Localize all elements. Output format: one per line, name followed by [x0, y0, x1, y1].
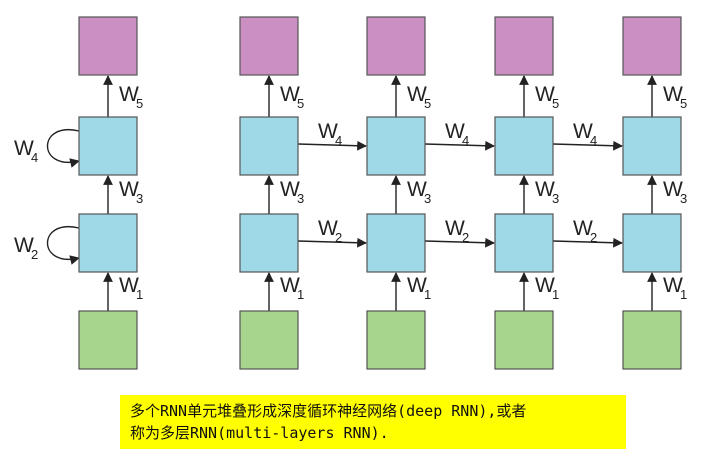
unrolled-label-w4-3: W [573, 120, 593, 143]
unrolled-label-w3-1-subscript: 3 [297, 191, 304, 206]
folded-label-w3: W [119, 178, 139, 201]
unrolled-input-box-3 [494, 310, 554, 370]
folded-self-loop-w4-label-subscript: 4 [31, 150, 38, 165]
unrolled-label-w5-1: W [280, 83, 300, 106]
folded-self-loop-w4-label: W [14, 137, 34, 160]
unrolled-label-w3-2-subscript: 3 [424, 191, 431, 206]
folded-label-w1: W [119, 274, 139, 297]
unrolled-input-box-2 [366, 310, 426, 370]
unrolled-hidden-layer1-box-1 [239, 213, 299, 273]
unrolled-arrow-w2-1 [297, 237, 367, 248]
unrolled-label-w1-1-subscript: 1 [297, 287, 304, 302]
unrolled-output-box-1 [239, 16, 299, 76]
unrolled-label-w4-1-subscript: 4 [335, 133, 342, 148]
caption-box: 多个RNN单元堆叠形成深度循环神经网络(deep RNN),或者 称为多层RNN… [120, 395, 626, 449]
unrolled-label-w4-2: W [445, 120, 465, 143]
unrolled-label-w3-3-subscript: 3 [552, 191, 559, 206]
unrolled-hidden-layer2-box-1 [239, 116, 299, 176]
unrolled-arrow-w2-2 [424, 237, 495, 248]
stacked-rnn-diagram: W1W3W5W4W2W1W3W5W4W2W1W3W5W4W2W1W3W5W4W2… [14, 16, 687, 370]
unrolled-label-w5-3: W [535, 83, 555, 106]
unrolled-output-box-4 [622, 16, 682, 76]
folded-self-loop-w2 [46, 225, 80, 265]
caption-line-1: 多个RNN单元堆叠形成深度循环神经网络(deep RNN),或者 [130, 402, 527, 420]
unrolled-label-w4-3-subscript: 4 [590, 133, 597, 148]
unrolled-arrow-w4-3 [552, 140, 623, 151]
folded-hidden-layer1-box [78, 213, 138, 273]
folded-label-w1-subscript: 1 [136, 287, 143, 302]
unrolled-label-w5-4: W [663, 83, 683, 106]
unrolled-hidden-layer2-box-2 [366, 116, 426, 176]
unrolled-label-w2-2: W [445, 217, 465, 240]
folded-hidden-layer2-box [78, 116, 138, 176]
folded-output-box [78, 16, 138, 76]
unrolled-hidden-layer2-box-3 [494, 116, 554, 176]
unrolled-hidden-layer2-box-4 [622, 116, 682, 176]
caption-line-2: 称为多层RNN(multi-layers RNN). [130, 424, 389, 442]
unrolled-label-w2-1-subscript: 2 [335, 230, 342, 245]
unrolled-label-w2-1: W [318, 217, 338, 240]
unrolled-arrow-w2-3 [552, 237, 623, 248]
unrolled-label-w1-3-subscript: 1 [552, 287, 559, 302]
unrolled-input-box-4 [622, 310, 682, 370]
unrolled-label-w5-3-subscript: 5 [552, 96, 559, 111]
folded-self-loop-w4 [46, 128, 80, 168]
unrolled-arrow-w4-2 [424, 140, 495, 151]
unrolled-label-w3-2: W [407, 178, 427, 201]
unrolled-hidden-layer1-box-4 [622, 213, 682, 273]
unrolled-label-w1-2: W [407, 274, 427, 297]
folded-label-w3-subscript: 3 [136, 191, 143, 206]
unrolled-label-w1-4: W [663, 274, 683, 297]
unrolled-label-w3-4-subscript: 3 [680, 191, 687, 206]
unrolled-label-w2-3: W [573, 217, 593, 240]
unrolled-output-box-2 [366, 16, 426, 76]
unrolled-label-w2-3-subscript: 2 [590, 230, 597, 245]
unrolled-label-w1-1: W [280, 274, 300, 297]
unrolled-label-w1-3: W [535, 274, 555, 297]
unrolled-label-w3-1: W [280, 178, 300, 201]
folded-self-loop-w2-label-subscript: 2 [31, 247, 38, 262]
unrolled-hidden-layer1-box-2 [366, 213, 426, 273]
unrolled-label-w5-2-subscript: 5 [424, 96, 431, 111]
unrolled-arrow-w4-1 [297, 140, 367, 151]
unrolled-label-w2-2-subscript: 2 [462, 230, 469, 245]
unrolled-label-w5-1-subscript: 5 [297, 96, 304, 111]
unrolled-hidden-layer1-box-3 [494, 213, 554, 273]
unrolled-label-w3-4: W [663, 178, 683, 201]
unrolled-label-w4-2-subscript: 4 [462, 133, 469, 148]
unrolled-label-w3-3: W [535, 178, 555, 201]
unrolled-label-w1-2-subscript: 1 [424, 287, 431, 302]
unrolled-input-box-1 [239, 310, 299, 370]
unrolled-label-w5-2: W [407, 83, 427, 106]
folded-label-w5-subscript: 5 [136, 96, 143, 111]
unrolled-label-w5-4-subscript: 5 [680, 96, 687, 111]
folded-input-box [78, 310, 138, 370]
folded-self-loop-w2-label: W [14, 234, 34, 257]
unrolled-output-box-3 [494, 16, 554, 76]
folded-label-w5: W [119, 83, 139, 106]
unrolled-label-w4-1: W [318, 120, 338, 143]
unrolled-label-w1-4-subscript: 1 [680, 287, 687, 302]
